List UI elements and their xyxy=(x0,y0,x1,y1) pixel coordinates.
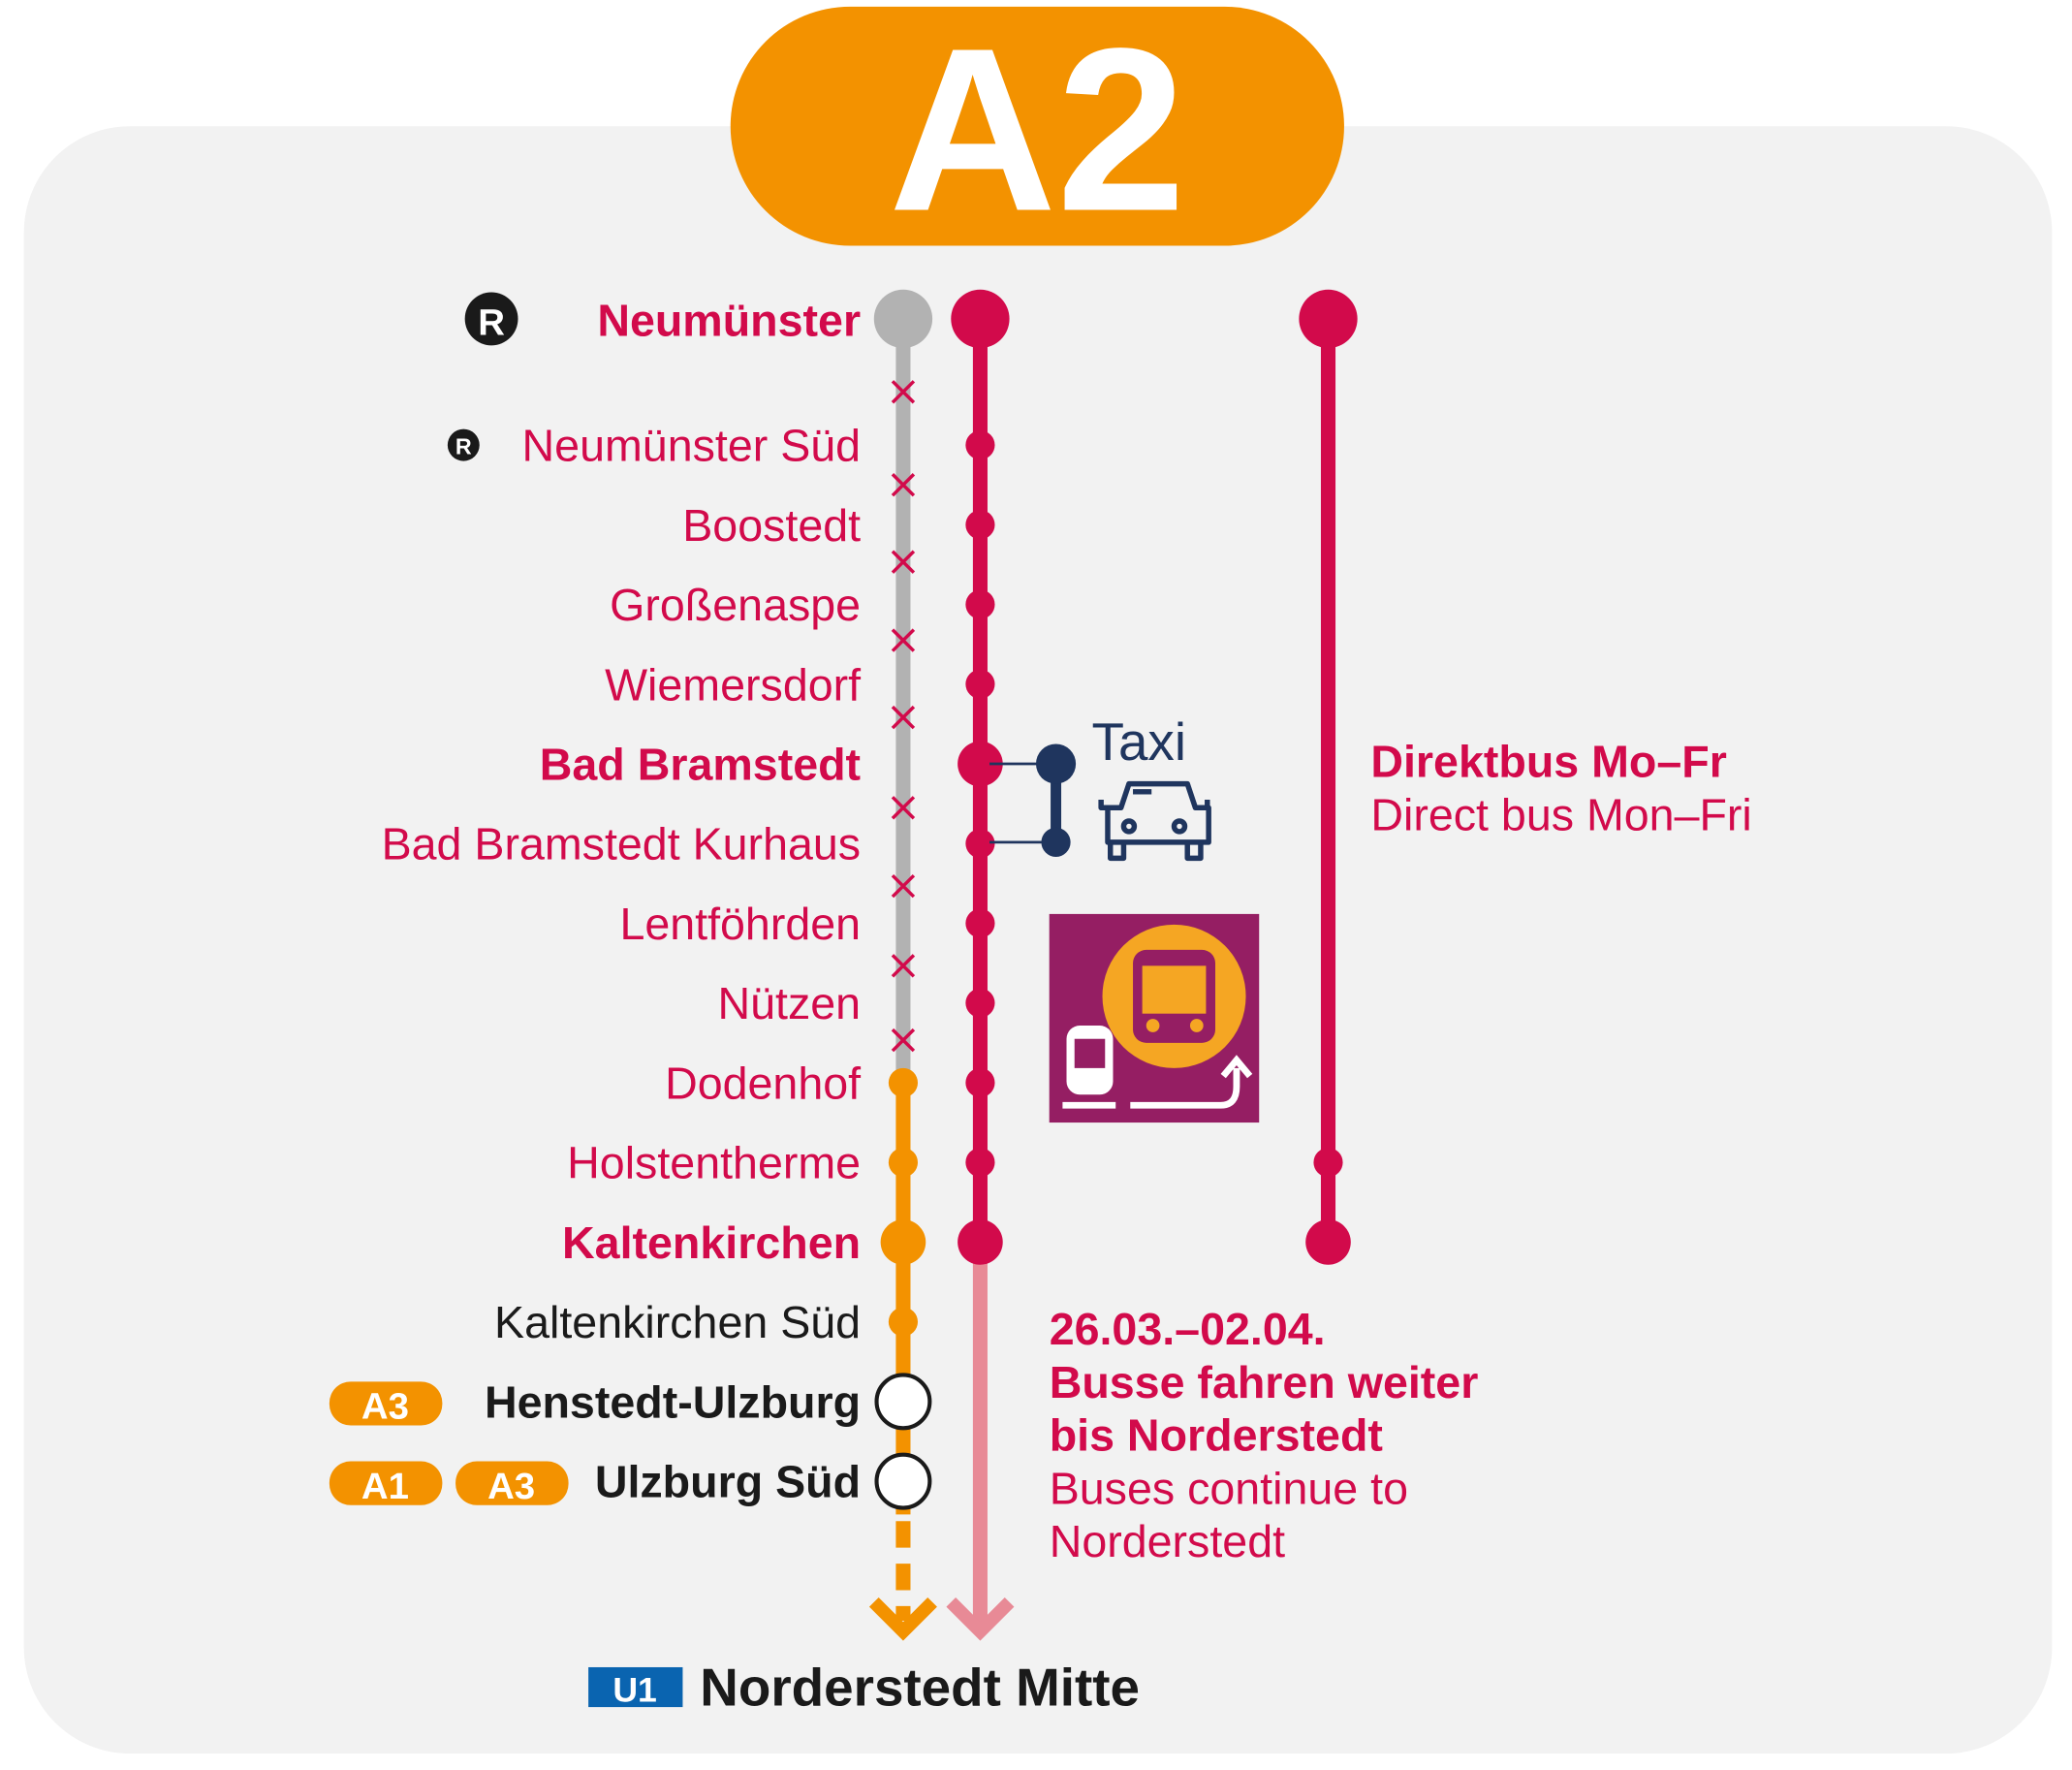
svg-text:R: R xyxy=(478,301,505,343)
transfer-badge xyxy=(329,1381,443,1426)
panel xyxy=(23,126,2053,1754)
stop-dot xyxy=(880,1219,926,1265)
station-label: Lentföhrden xyxy=(619,899,861,949)
taxi-label: Taxi xyxy=(1092,711,1186,772)
direct-bus-title: Direktbus Mo–Fr xyxy=(1370,737,1727,787)
extension-note-de: bis Norderstedt xyxy=(1050,1410,1383,1461)
station-label: Neumünster xyxy=(597,296,861,346)
arrow-down-icon xyxy=(868,1596,937,1641)
station-label: Ulzburg Süd xyxy=(595,1457,861,1507)
transfer-badge-label: A1 xyxy=(361,1466,409,1507)
u1-badge-label: U1 xyxy=(612,1671,657,1710)
transfer-stop xyxy=(874,1452,932,1510)
station-label: Bad Bramstedt Kurhaus xyxy=(382,819,862,869)
taxi-icon xyxy=(1098,780,1211,862)
svg-text:R: R xyxy=(455,434,472,459)
u1-badge xyxy=(588,1666,683,1708)
extension-note-de: Busse fahren weiter xyxy=(1050,1357,1479,1407)
direct-bus-subtitle: Direct bus Mon–Fri xyxy=(1370,790,1751,840)
station-label: Wiemersdorf xyxy=(605,659,862,710)
station-label: Bad Bramstedt xyxy=(540,739,861,789)
stop-dot xyxy=(888,1307,919,1337)
arrow-down-icon xyxy=(946,1596,1015,1641)
terminus-label: Norderstedt Mitte xyxy=(700,1658,1140,1718)
extension-dates: 26.03.–02.04. xyxy=(1050,1304,1326,1354)
extension-note-en: Buses continue to xyxy=(1050,1463,1408,1513)
stop-dot xyxy=(1299,289,1358,349)
rail-icon: R R xyxy=(447,292,518,461)
line-badge xyxy=(730,6,1344,246)
bus-stops xyxy=(951,289,1010,1265)
stop-dot xyxy=(888,1148,919,1178)
transfer-badge-label: A3 xyxy=(361,1386,409,1428)
station-label: Neumünster Süd xyxy=(522,421,862,471)
station-label: Kaltenkirchen xyxy=(562,1217,861,1268)
closed-section-marks xyxy=(891,380,916,1053)
transfer-badge xyxy=(329,1461,443,1505)
stop-dot xyxy=(888,1067,919,1098)
transfer-badge xyxy=(455,1461,569,1505)
transfer-stop xyxy=(874,1373,932,1431)
station-label: Boostedt xyxy=(682,500,861,551)
station-label: Dodenhof xyxy=(665,1058,862,1108)
stop-dot xyxy=(1305,1219,1351,1265)
stop-dot xyxy=(1313,1148,1343,1178)
station-label: Nützen xyxy=(717,978,861,1028)
line-label: A2 xyxy=(889,0,1186,260)
station-label: Holstentherme xyxy=(567,1138,861,1188)
extension-note-en: Norderstedt xyxy=(1050,1516,1285,1566)
station-label: Kaltenkirchen Süd xyxy=(494,1297,861,1347)
stop-dot xyxy=(873,289,933,349)
rail-replacement-bus-icon xyxy=(1049,913,1260,1123)
station-label: Henstedt-Ulzburg xyxy=(485,1376,861,1427)
transfer-badge-label: A3 xyxy=(487,1466,535,1507)
station-label: Großenaspe xyxy=(610,580,861,630)
taxi-connector xyxy=(989,743,1077,857)
